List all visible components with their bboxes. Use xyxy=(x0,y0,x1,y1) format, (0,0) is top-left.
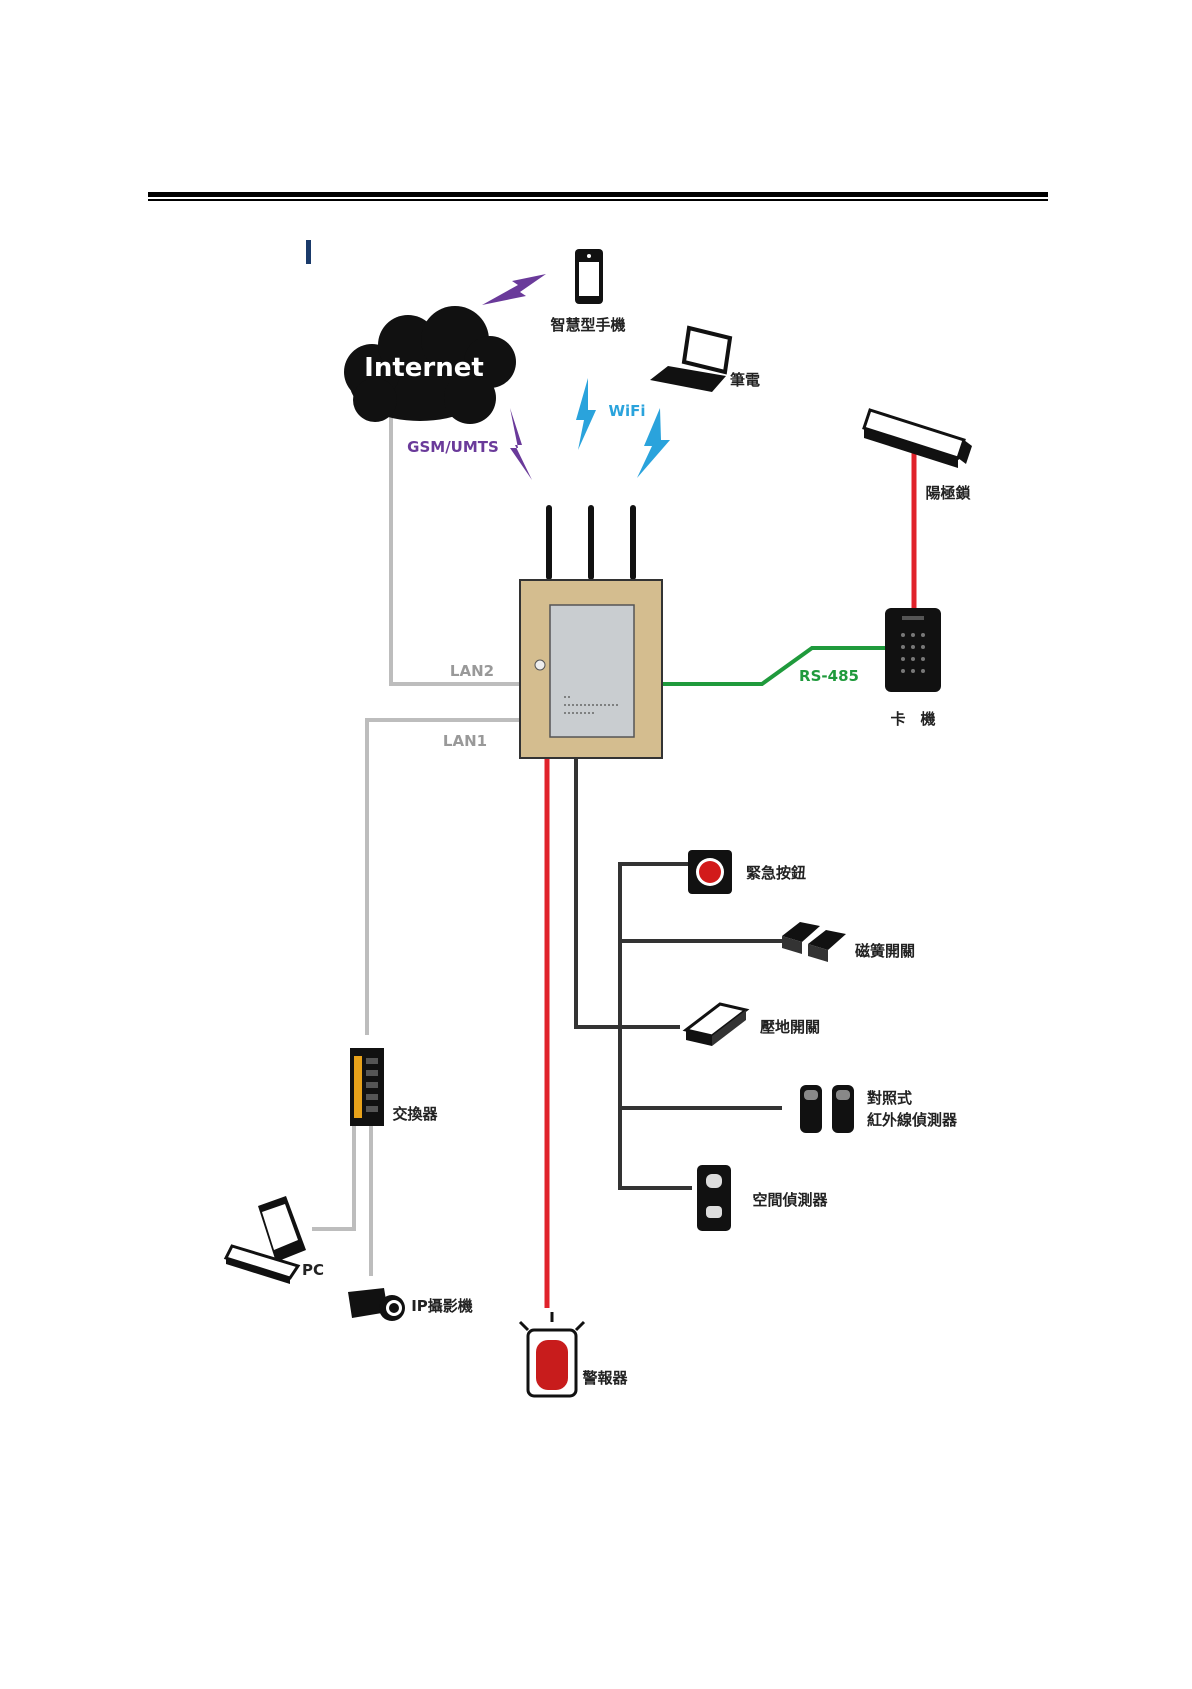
emergency-button-icon xyxy=(688,850,732,894)
ip-camera-label: IP攝影機 xyxy=(411,1297,473,1315)
pc-label: PC xyxy=(302,1261,324,1279)
lan1-label: LAN1 xyxy=(443,732,487,750)
controller-cabinet-icon xyxy=(520,580,662,758)
ir-detector-label-2: 紅外線偵測器 xyxy=(867,1111,958,1129)
reed-switch-label: 磁簧開關 xyxy=(855,942,915,960)
header-rule xyxy=(148,192,1048,201)
io-bus xyxy=(576,757,782,1188)
floor-switch-label: 壓地開關 xyxy=(760,1018,820,1036)
ir-detector-label-1: 對照式 xyxy=(867,1089,912,1107)
desktop-pc-icon xyxy=(226,1196,306,1284)
switch-pc-line xyxy=(312,1118,354,1229)
magnetic-lock-icon xyxy=(864,410,972,468)
wifi-label: WiFi xyxy=(608,402,645,420)
lan1-line xyxy=(367,720,520,1035)
antenna-group xyxy=(546,505,636,580)
alarm-label: 警報器 xyxy=(581,1369,628,1387)
ip-camera-icon xyxy=(348,1288,405,1321)
space-detector-label: 空間偵測器 xyxy=(752,1191,828,1209)
laptop-icon xyxy=(650,328,730,392)
floor-switch-icon xyxy=(686,1004,746,1046)
gsm-label: GSM/UMTS xyxy=(407,438,499,456)
network-switch-icon xyxy=(350,1048,384,1126)
switch-label: 交換器 xyxy=(392,1105,438,1123)
siren-icon xyxy=(520,1312,584,1396)
rs485-label: RS-485 xyxy=(799,667,859,685)
reed-switch-icon xyxy=(782,922,846,962)
maglock-label: 陽極鎖 xyxy=(925,484,971,502)
card-reader-label: 卡 機 xyxy=(890,710,935,728)
card-reader-icon xyxy=(885,608,941,692)
smartphone-label: 智慧型手機 xyxy=(550,316,625,334)
section-marker xyxy=(306,240,311,264)
lan2-label: LAN2 xyxy=(450,662,494,680)
laptop-label: 筆電 xyxy=(730,371,760,389)
motion-detector-icon xyxy=(697,1165,731,1231)
internet-label: Internet xyxy=(364,353,484,383)
ir-beam-detector-icon xyxy=(800,1085,854,1133)
cloud-icon: Internet xyxy=(344,306,516,424)
smartphone-icon xyxy=(575,249,603,304)
gsm-bolt-top xyxy=(482,274,546,305)
wifi-bolt-1 xyxy=(576,378,596,450)
gsm-bolt xyxy=(510,408,532,480)
emergency-button-label: 緊急按鈕 xyxy=(746,864,806,882)
